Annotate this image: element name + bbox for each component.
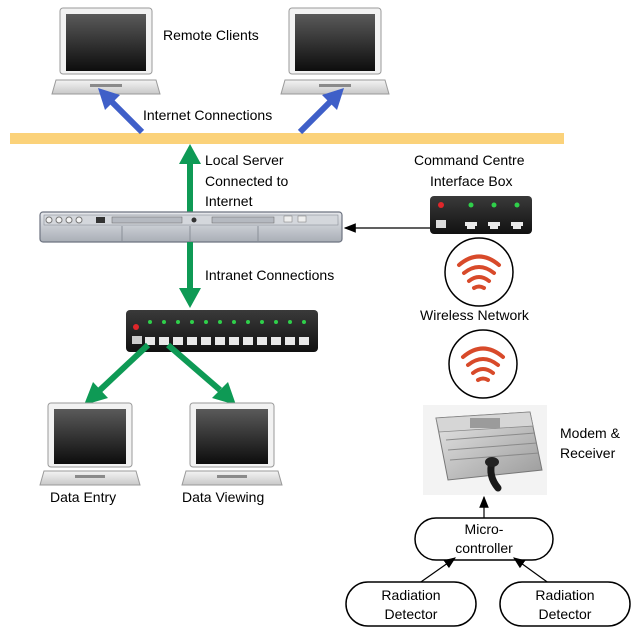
intranet-connections-label: Intranet Connections xyxy=(205,267,334,283)
detector-right-arrow xyxy=(513,557,551,585)
command-centre-interface-box xyxy=(430,196,532,234)
command-centre-label-line2: Interface Box xyxy=(430,173,513,189)
detector-left-label-line1: Radiation xyxy=(381,587,440,603)
wireless-network-label: Wireless Network xyxy=(420,307,530,323)
detector-right-label-line1: Radiation xyxy=(535,587,594,603)
data-entry-label: Data Entry xyxy=(50,489,116,505)
server-switch-arrow xyxy=(179,242,201,308)
wireless-icon-top xyxy=(444,237,514,307)
detector-left-label-line2: Detector xyxy=(385,606,438,622)
command-centre-label-line1: Command Centre xyxy=(414,152,525,168)
laptop-data-entry xyxy=(39,402,141,486)
microcontroller-label-line1: Micro- xyxy=(465,521,504,537)
laptop-remote-client-left xyxy=(51,7,161,95)
server-internet-arrow xyxy=(179,144,201,212)
remote-clients-label: Remote Clients xyxy=(163,27,259,43)
internet-bar xyxy=(10,133,564,144)
led-red xyxy=(438,202,444,208)
switch-data-viewing-arrow xyxy=(166,342,236,405)
detector-left-arrow xyxy=(417,557,456,585)
internet-arrow-right xyxy=(297,88,344,135)
internet-arrow-left xyxy=(98,88,145,135)
radiation-detector-left xyxy=(345,581,477,627)
microcontroller-node xyxy=(414,517,554,561)
wireless-icon-bottom xyxy=(448,329,518,399)
local-server-label-line3: Internet xyxy=(205,193,253,209)
internet-connections-label: Internet Connections xyxy=(143,107,272,123)
data-viewing-label: Data Viewing xyxy=(182,489,264,505)
local-server-label-line2: Connected to xyxy=(205,173,288,189)
network-switch xyxy=(126,310,318,352)
detector-right-label-line2: Detector xyxy=(539,606,592,622)
modem-receiver xyxy=(423,405,547,495)
laptop-remote-client-right xyxy=(280,7,390,95)
local-server-label-line1: Local Server xyxy=(205,152,284,168)
microcontroller-label-line2: controller xyxy=(455,540,513,556)
radiation-detector-right xyxy=(499,581,631,627)
rack-server xyxy=(39,211,343,243)
modem-label-line2: Receiver xyxy=(560,445,616,461)
laptop-data-viewing xyxy=(181,402,283,486)
modem-label-line1: Modem & xyxy=(560,425,621,441)
switch-data-entry-arrow xyxy=(84,342,151,405)
